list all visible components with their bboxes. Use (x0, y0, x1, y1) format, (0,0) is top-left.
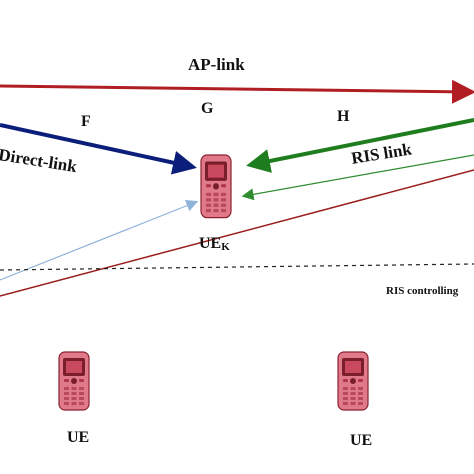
dashed-separator (0, 263, 474, 271)
lightblue-arrow (0, 199, 199, 281)
ue-left-label: UE (67, 429, 90, 446)
ris-controlling-label: RIS controlling (386, 285, 459, 297)
channel-g-label: G (201, 100, 214, 117)
direct-link-arrow (0, 123, 197, 175)
ris-link-arrow-h (246, 118, 474, 173)
ap-link-arrow (0, 79, 474, 104)
ue-left-phone-icon (58, 351, 90, 411)
red-diagonal-line (0, 169, 474, 297)
ris-link-arrow-thin (241, 154, 474, 201)
ue-k-phone-icon (200, 154, 232, 219)
ue-k-label-main: UE (199, 235, 222, 252)
ue-k-label: UEK (199, 236, 230, 253)
channel-h-label: H (337, 108, 350, 125)
ue-k-label-sub: K (221, 241, 230, 253)
channel-f-label: F (81, 113, 91, 130)
ap-link-label: AP-link (188, 55, 245, 74)
ue-right-label: UE (350, 432, 373, 449)
ue-right-phone-icon (337, 351, 369, 411)
